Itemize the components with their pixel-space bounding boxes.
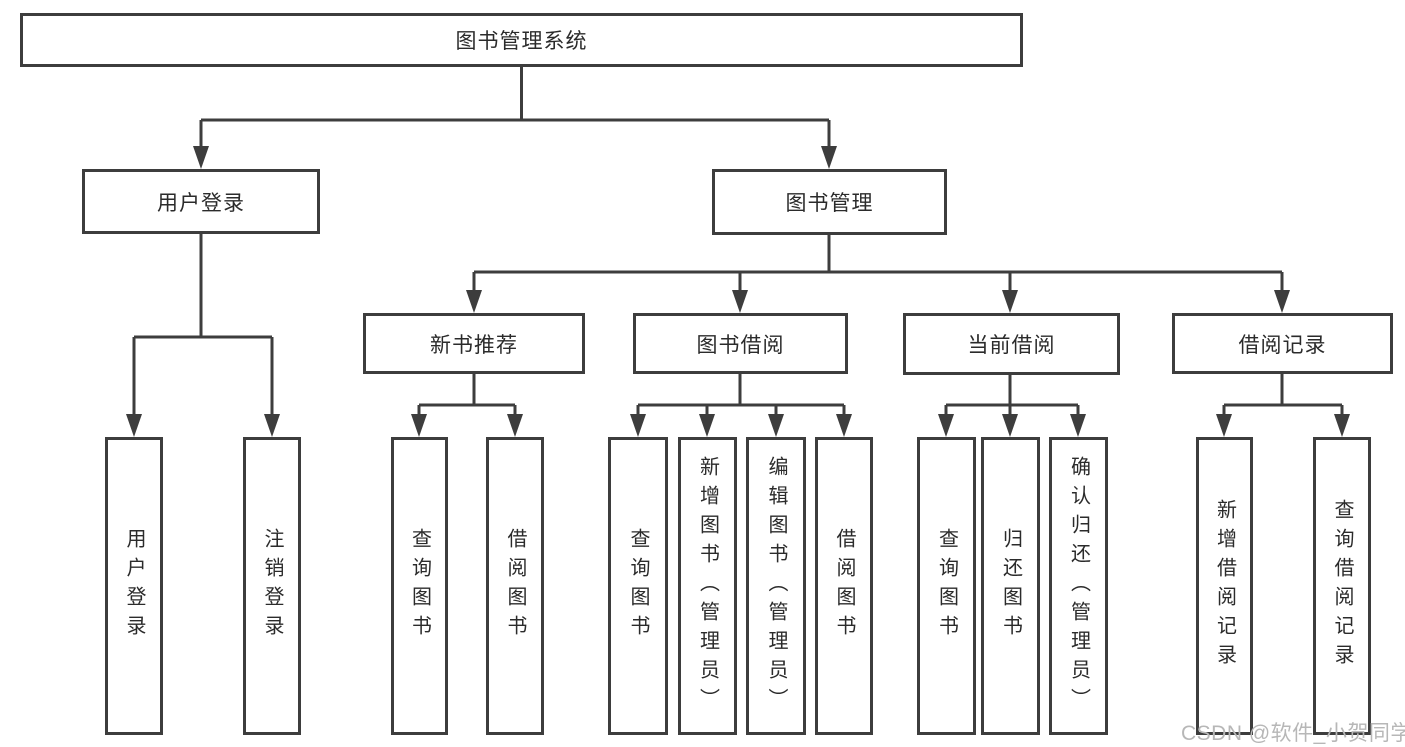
node-book-borrowing: 图书借阅 xyxy=(633,313,848,374)
node-root-system: 图书管理系统 xyxy=(20,13,1023,67)
node-book-borrowing-label: 图书借阅 xyxy=(696,333,785,357)
leaf-recommend-borrow-books-label: 借阅图书 xyxy=(504,528,526,644)
leaf-logout-label: 注销登录 xyxy=(261,528,283,644)
leaf-logout: 注销登录 xyxy=(243,437,301,735)
leaf-records-query-record: 查询借阅记录 xyxy=(1313,437,1371,735)
node-borrowing-records: 借阅记录 xyxy=(1172,313,1393,374)
leaf-records-add-record-label: 新增借阅记录 xyxy=(1213,499,1236,673)
leaf-user-login: 用户登录 xyxy=(105,437,163,735)
leaf-recommend-query-books: 查询图书 xyxy=(391,437,448,735)
leaf-current-confirm-return-label: 确认归还（管理员） xyxy=(1067,455,1090,717)
node-book-management-label: 图书管理 xyxy=(785,192,874,215)
leaf-recommend-query-books-label: 查询图书 xyxy=(408,528,431,644)
leaf-borrowing-add-books: 新增图书（管理员） xyxy=(678,437,737,735)
leaf-current-return-books: 归还图书 xyxy=(981,437,1040,735)
node-borrowing-records-label: 借阅记录 xyxy=(1238,333,1327,357)
leaf-current-query-books-label: 查询图书 xyxy=(935,528,958,644)
node-current-borrowing: 当前借阅 xyxy=(903,313,1120,375)
leaf-borrowing-add-books-label: 新增图书（管理员） xyxy=(696,455,719,717)
node-book-management: 图书管理 xyxy=(712,169,947,235)
leaf-current-return-books-label: 归还图书 xyxy=(999,528,1022,644)
leaf-borrowing-borrow-books-label: 借阅图书 xyxy=(833,528,855,644)
node-new-book-recommend: 新书推荐 xyxy=(363,313,585,374)
leaf-current-confirm-return: 确认归还（管理员） xyxy=(1049,437,1108,735)
node-user-login-label: 用户登录 xyxy=(157,191,245,215)
leaf-borrowing-edit-books-label: 编辑图书（管理员） xyxy=(765,455,787,717)
leaf-recommend-borrow-books: 借阅图书 xyxy=(486,437,544,735)
node-current-borrowing-label: 当前借阅 xyxy=(967,334,1056,357)
leaf-records-query-record-label: 查询借阅记录 xyxy=(1331,499,1353,673)
arrowhead-icons xyxy=(126,146,1350,437)
leaf-records-add-record: 新增借阅记录 xyxy=(1196,437,1253,735)
leaf-borrowing-edit-books: 编辑图书（管理员） xyxy=(746,437,806,735)
watermark-text: CSDN @软件_小贺同学 xyxy=(1181,722,1405,745)
node-new-book-recommend-label: 新书推荐 xyxy=(430,333,518,357)
node-root-label: 图书管理系统 xyxy=(455,30,588,53)
leaf-user-login-label: 用户登录 xyxy=(123,528,145,644)
leaf-current-query-books: 查询图书 xyxy=(917,437,976,735)
node-user-login: 用户登录 xyxy=(82,169,320,234)
leaf-borrowing-query-books: 查询图书 xyxy=(608,437,668,735)
leaf-borrowing-query-books-label: 查询图书 xyxy=(627,528,649,644)
leaf-borrowing-borrow-books: 借阅图书 xyxy=(815,437,873,735)
